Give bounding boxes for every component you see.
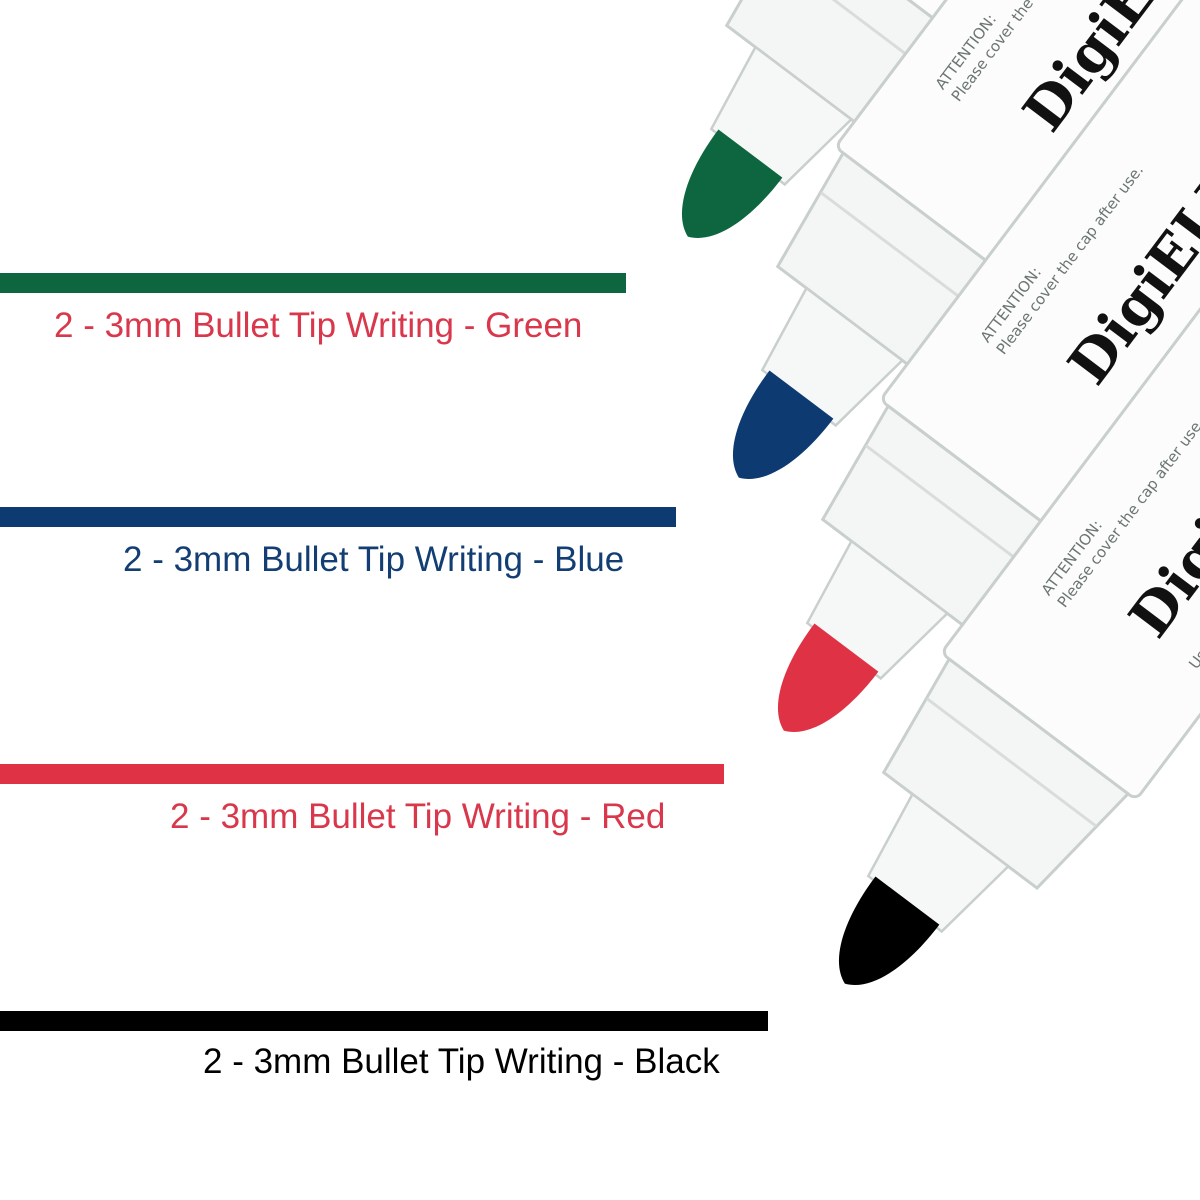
green-caption: 2 - 3mm Bullet Tip Writing - Green <box>54 306 583 345</box>
red-ink-stroke <box>0 764 724 784</box>
marker-green-tip <box>681 129 783 238</box>
green-ink-stroke <box>0 273 626 293</box>
blue-ink-stroke <box>0 507 676 527</box>
marker-red-tip <box>777 623 879 732</box>
red-caption: 2 - 3mm Bullet Tip Writing - Red <box>170 797 666 836</box>
marker-blue-tip <box>732 370 834 479</box>
black-caption: 2 - 3mm Bullet Tip Writing - Black <box>203 1042 720 1081</box>
marker-black-tip <box>838 876 940 985</box>
black-ink-stroke <box>0 1011 768 1031</box>
blue-caption: 2 - 3mm Bullet Tip Writing - Blue <box>123 540 625 579</box>
